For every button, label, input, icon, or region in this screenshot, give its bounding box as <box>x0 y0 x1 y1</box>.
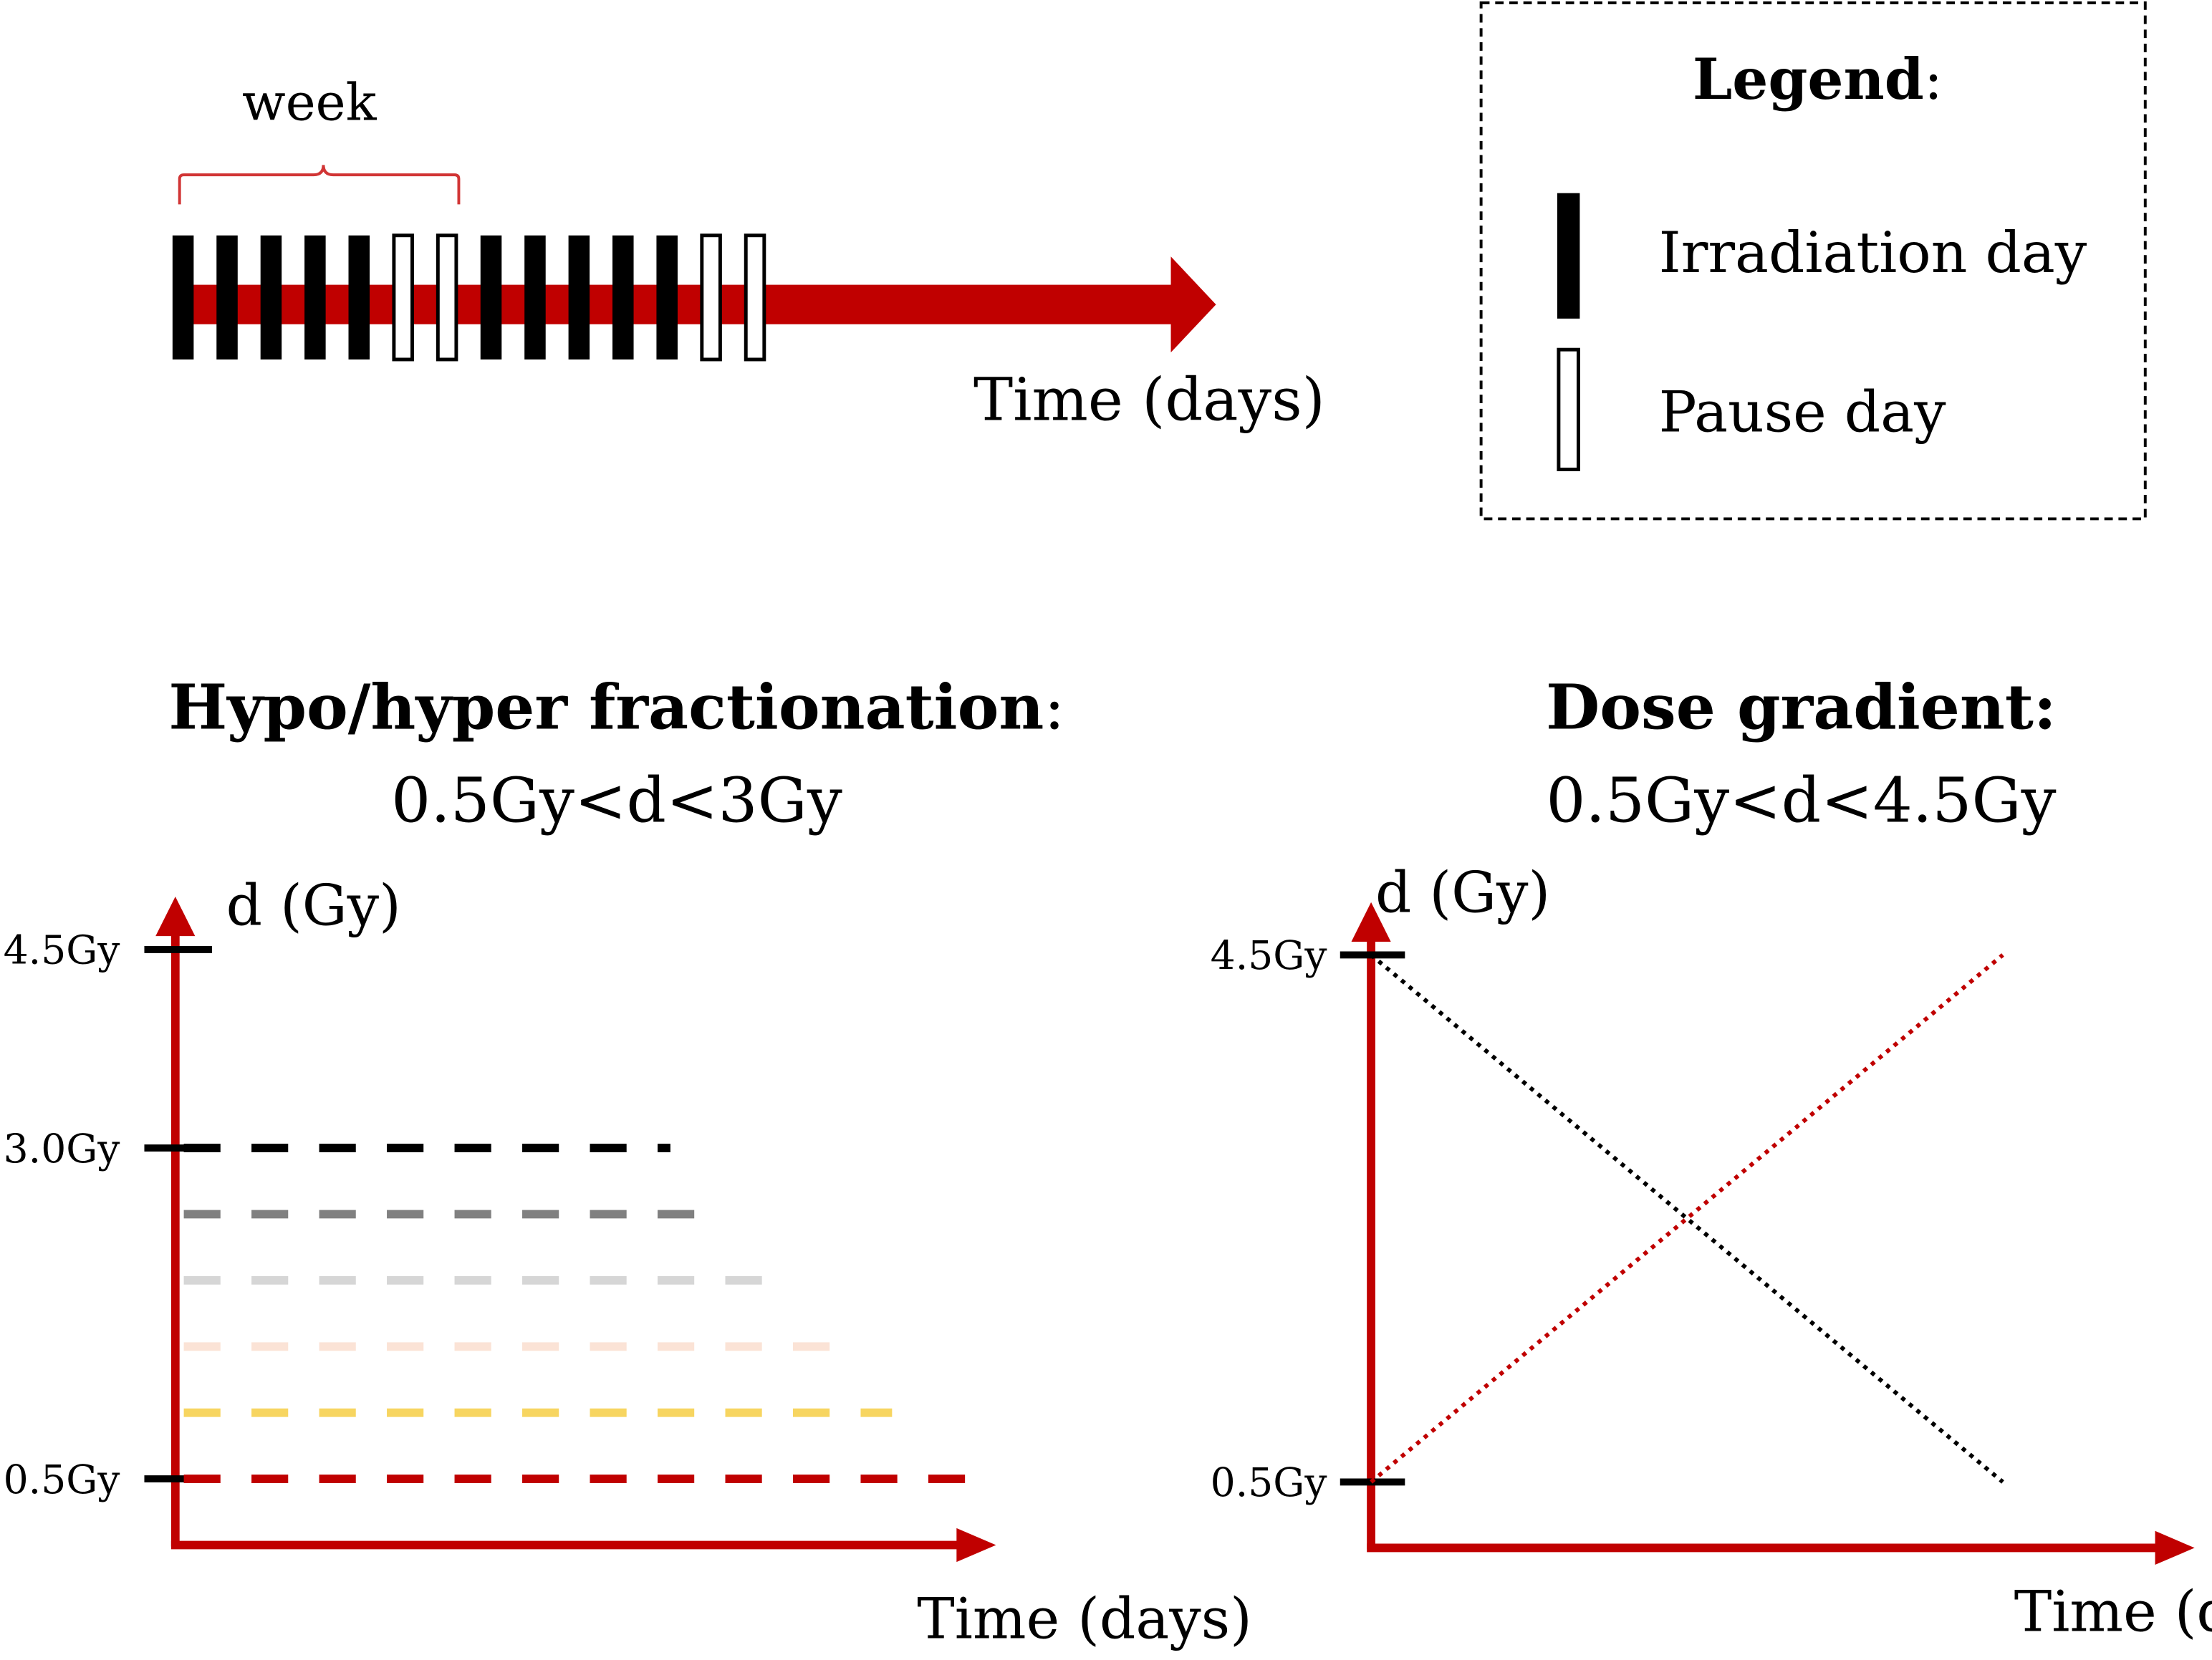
schedule-timeline: week Time (days) <box>172 72 1325 435</box>
panel-gradient: Dose gradient: 0.5Gy<d<4.5Gy d (Gy) Time… <box>1211 672 2212 1645</box>
pause-day-bar <box>744 233 766 362</box>
right-y-arrowhead <box>1351 902 1391 942</box>
irradiation-day-bar <box>612 235 634 359</box>
legend-title: Legend: <box>1693 46 1943 112</box>
pause-day-bar <box>436 233 458 362</box>
right-tick-label: 4.5Gy <box>1211 932 1327 978</box>
left-ticks: 4.5Gy 3.0Gy 0.5Gy <box>4 927 212 1502</box>
irradiation-day-bar <box>568 235 590 359</box>
left-x-label: Time (days) <box>917 1586 1252 1651</box>
decreasing-dose-line <box>1370 953 2004 1484</box>
legend: Legend: Irradiation day Pause day <box>1479 1 2147 521</box>
dose-levels <box>183 1144 966 1483</box>
week-brace <box>178 165 461 205</box>
legend-item-pause: Pause day <box>1659 379 1946 445</box>
pause-day-bar <box>700 233 722 362</box>
week-label: week <box>242 72 378 132</box>
empty-bar-icon <box>1557 347 1580 471</box>
legend-item-irradiation: Irradiation day <box>1659 220 2087 286</box>
panel-left-title: Hypo/hyper fractionation: <box>168 672 1064 744</box>
irradiation-day-bar <box>480 235 502 359</box>
schedule-time-arrow <box>175 256 1216 353</box>
left-tick-label: 3.0Gy <box>4 1126 120 1172</box>
left-y-label: d (Gy) <box>226 872 401 938</box>
schedule-axis-label: Time (days) <box>973 366 1325 435</box>
right-y-label: d (Gy) <box>1375 860 1550 926</box>
gradient-lines <box>1370 953 2004 1484</box>
irradiation-day-bar <box>348 235 370 359</box>
filled-bar-icon <box>1557 193 1580 319</box>
legend-frame <box>1479 1 2147 521</box>
pause-day-bar <box>392 233 414 362</box>
right-axes <box>1351 902 2195 1565</box>
irradiation-day-bar <box>304 235 326 359</box>
irradiation-day-bar <box>260 235 282 359</box>
panel-right-subtitle: 0.5Gy<d<4.5Gy <box>1546 766 2056 837</box>
left-y-arrowhead <box>155 896 196 937</box>
right-ticks: 4.5Gy 0.5Gy <box>1211 932 1405 1505</box>
right-x-label: Time (d <box>2014 1579 2212 1645</box>
irradiation-day-bar <box>524 235 546 359</box>
irradiation-day-bar <box>656 235 678 359</box>
day-bars <box>172 233 766 362</box>
left-tick-label: 0.5Gy <box>4 1457 120 1502</box>
right-tick-label: 0.5Gy <box>1211 1459 1327 1505</box>
irradiation-day-bar <box>216 235 238 359</box>
right-x-arrowhead <box>2155 1530 2195 1565</box>
panel-fractionation: Hypo/hyper fractionation: 0.5Gy<d<3Gy d … <box>4 672 1252 1652</box>
panel-left-subtitle: 0.5Gy<d<3Gy <box>391 766 842 837</box>
left-x-arrowhead <box>956 1528 996 1563</box>
irradiation-day-bar <box>172 235 194 359</box>
left-axes <box>155 896 996 1563</box>
left-tick-label: 4.5Gy <box>4 927 120 973</box>
panel-right-title: Dose gradient: <box>1546 672 2057 744</box>
